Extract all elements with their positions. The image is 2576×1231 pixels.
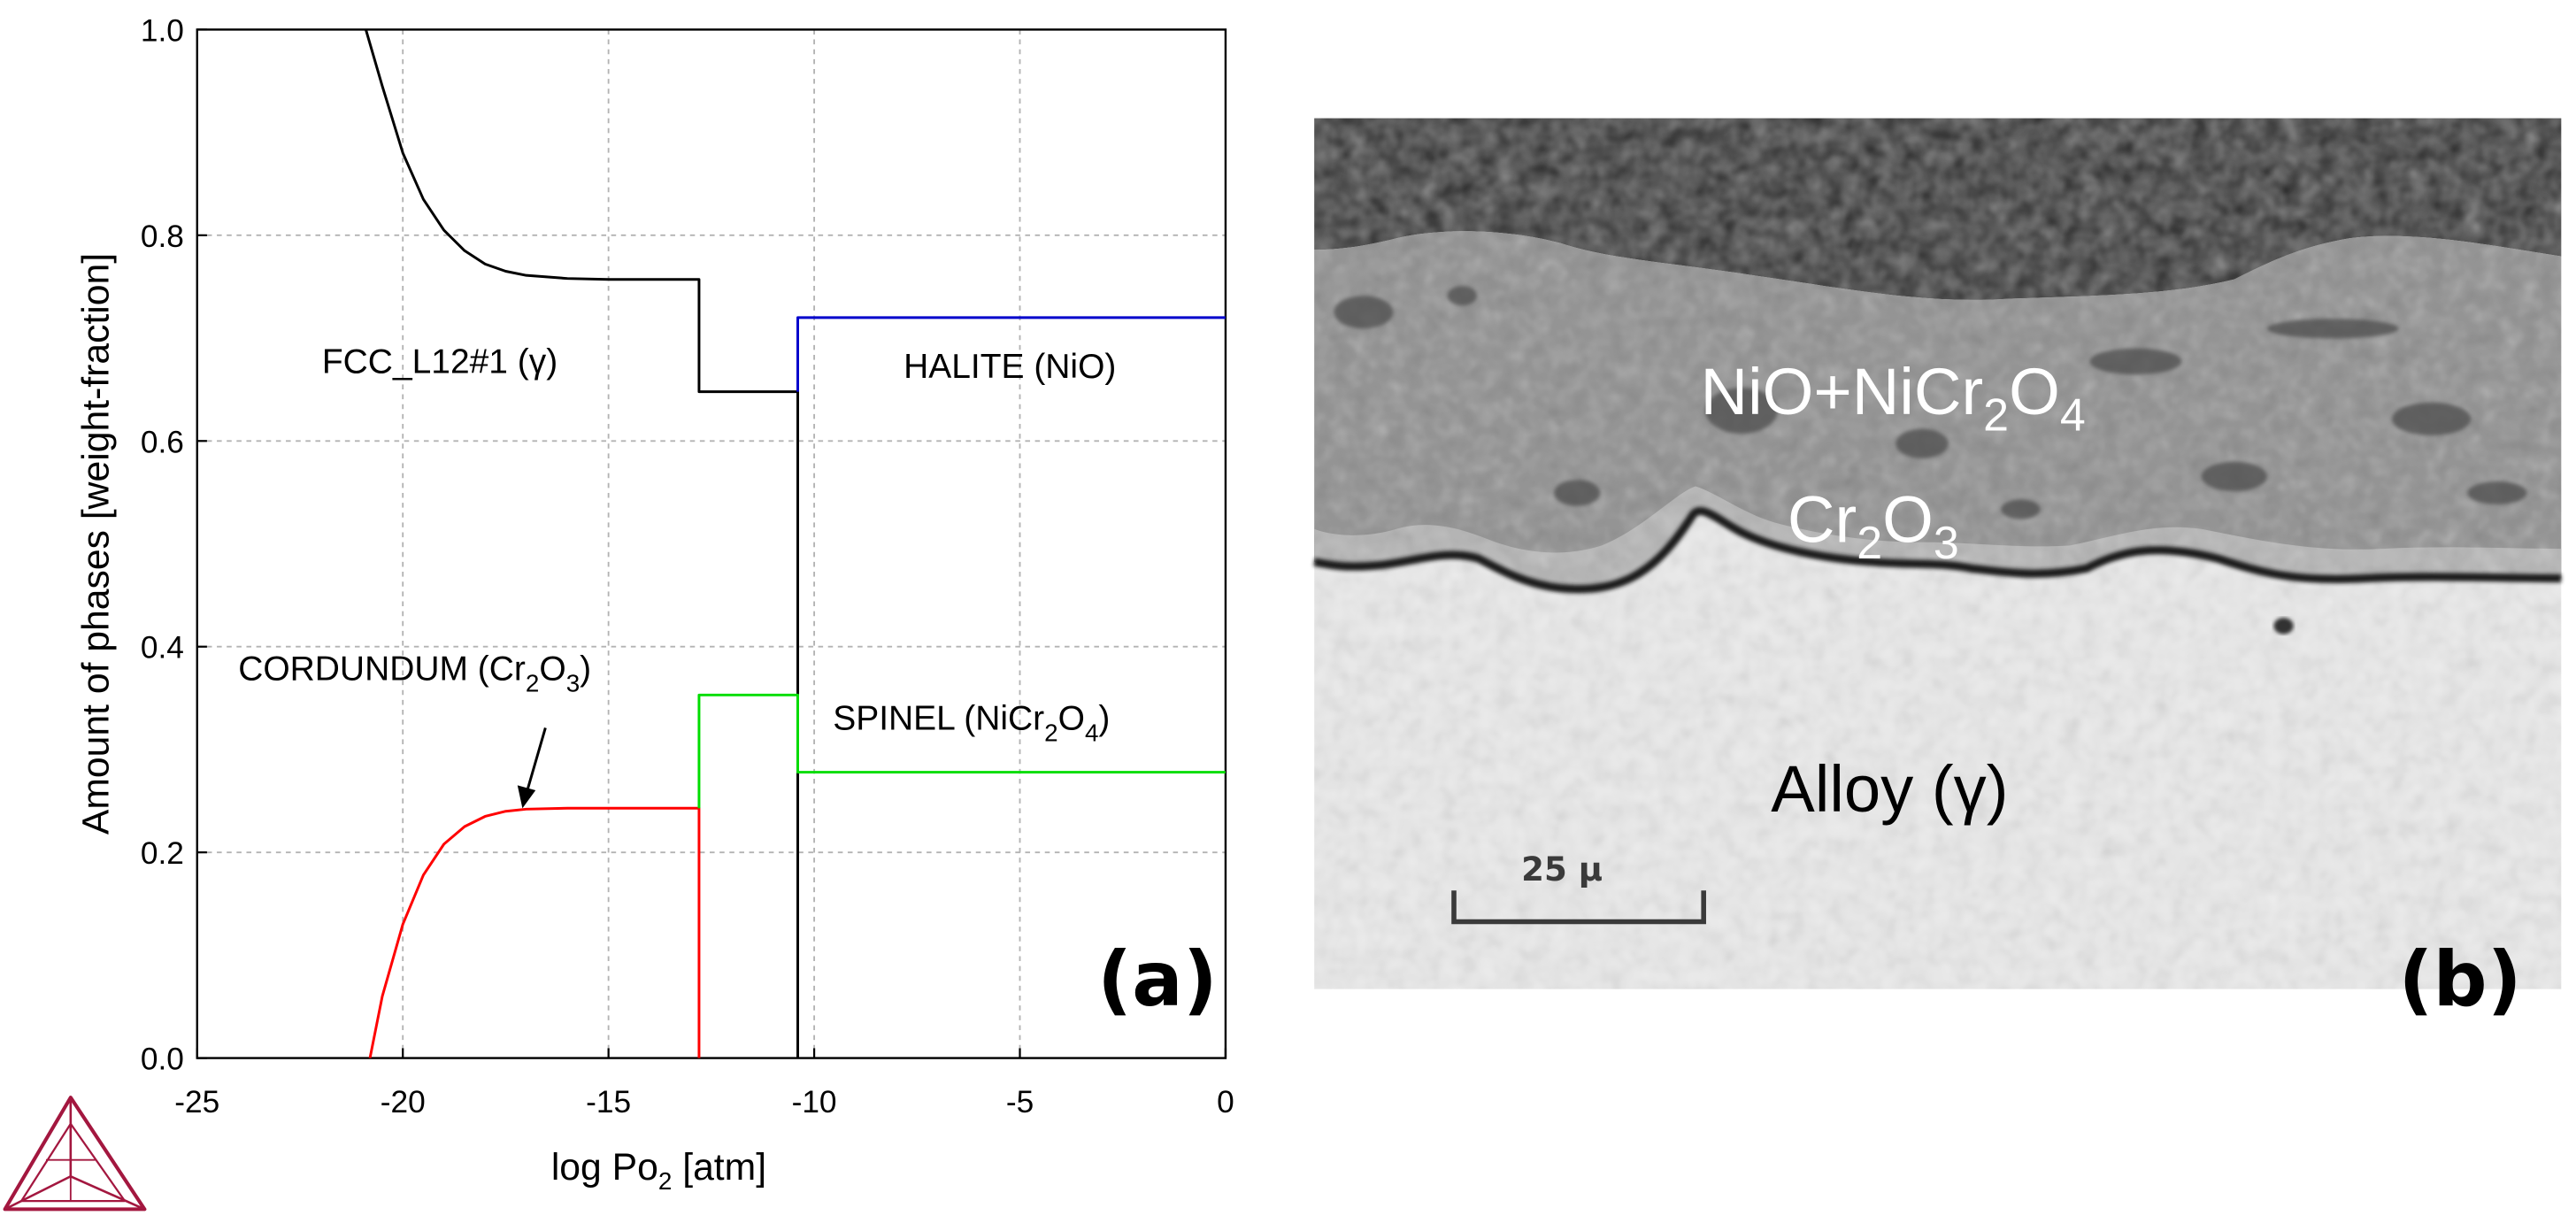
y-tick-label: 0.8: [141, 219, 184, 254]
plot-frame: [196, 28, 1227, 1059]
micrograph-image: 25 μ NiO+NiCr2O4 Cr2O3 Alloy (γ): [1313, 118, 2562, 989]
phase-amount-chart: -25 -20 -15 -10 -5 0 0.0 0.2 0.4 0.6 0.8 1.0 log Po…: [75, 13, 1234, 1195]
series-line-cordundum: [368, 806, 701, 1058]
corundum-arrow: [517, 727, 547, 809]
annotation-corundum: CORDUNDUM (Cr2O3): [238, 650, 591, 697]
x-axis-label: log Po2 [atm]: [551, 1146, 766, 1195]
series-line-fcc-l12-1: [365, 29, 800, 1058]
axis-ticks: -25 -20 -15 -10 -5 0 0.0 0.2 0.4 0.6 0.8 1.0: [141, 13, 1234, 1119]
y-axis-label: Amount of phases [weight-fraction]: [75, 253, 118, 835]
x-tick-label: -5: [1006, 1085, 1034, 1119]
y-tick-label: 0.6: [141, 425, 184, 459]
y-tick-label: 0.4: [141, 631, 184, 666]
series-line-halite: [796, 316, 1226, 392]
scale-bar: [1451, 890, 1706, 925]
panel-label-a: (a): [1097, 936, 1218, 1024]
y-tick-label: 1.0: [141, 13, 184, 48]
x-tick-label: 0: [1217, 1085, 1234, 1119]
x-tick-label: -25: [174, 1085, 219, 1119]
series-line-spinel: [697, 693, 1226, 809]
oxide-layer-label: NiO+NiCr2O4: [1700, 355, 2085, 442]
scale-bar-label: 25 μ: [1521, 850, 1603, 889]
chart-grid: [196, 29, 1226, 1058]
alloy-label: Alloy (γ): [1771, 752, 2008, 826]
y-tick-label: 0.0: [141, 1043, 184, 1077]
panel-label-b: (b): [2398, 936, 2521, 1024]
annotation-fcc: FCC_L12#1 (γ): [322, 342, 557, 381]
x-tick-label: -15: [586, 1085, 631, 1119]
annotation-spinel: SPINEL (NiCr2O4): [833, 699, 1110, 746]
x-tick-label: -10: [792, 1085, 837, 1119]
x-tick-label: -20: [381, 1085, 426, 1119]
chromia-layer-label: Cr2O3: [1788, 483, 1959, 570]
thermo-calc-logo-icon: [3, 1096, 147, 1212]
chart-series: [365, 29, 1226, 1058]
y-tick-label: 0.2: [141, 836, 184, 871]
annotation-halite: HALITE (NiO): [904, 348, 1116, 386]
